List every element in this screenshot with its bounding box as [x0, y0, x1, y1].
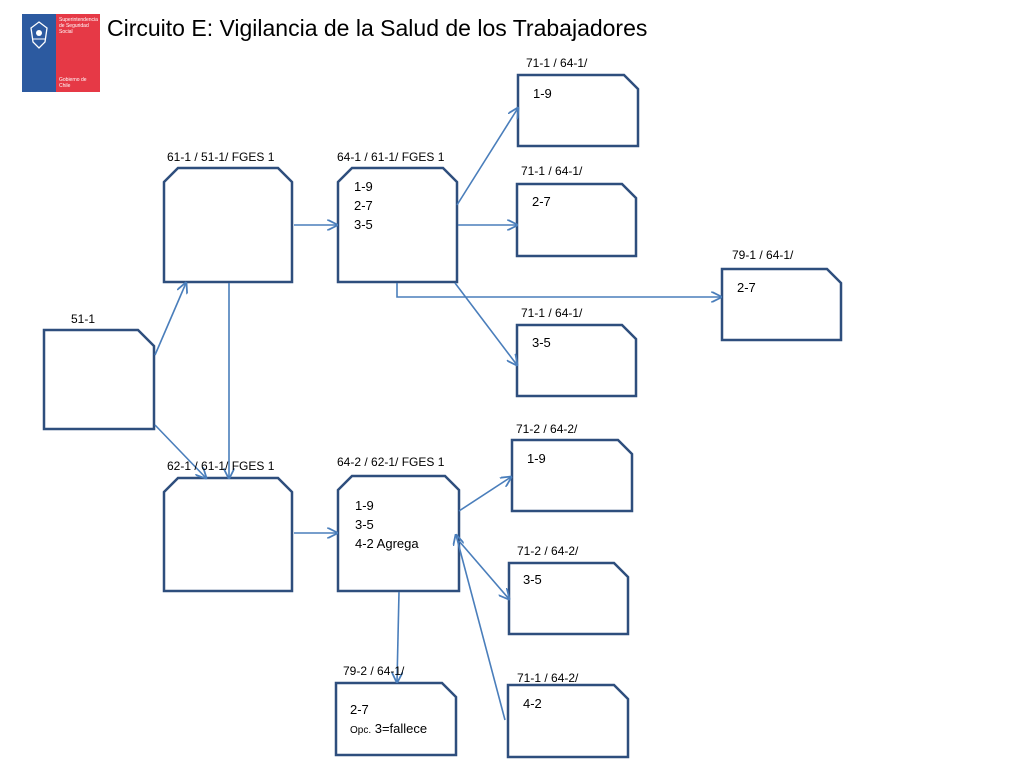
logo-text-institution: Superintendencia de Seguridad Social	[59, 17, 98, 35]
note-text: 3=fallece	[371, 721, 428, 736]
arrow-641-to-791	[396, 283, 721, 297]
content-line: 1-9	[355, 498, 374, 513]
node-71-2b-box	[507, 561, 630, 636]
node-71-1b-label: 71-1 / 64-1/	[521, 164, 583, 178]
node-71-1d-content: 4-2	[523, 694, 542, 713]
arrow-641-to-71c	[454, 282, 517, 365]
node-79-1-box	[720, 267, 843, 342]
node-71-1a-box	[516, 73, 640, 148]
node-71-1c-box	[515, 323, 638, 398]
node-71-2b-content: 3-5	[523, 570, 542, 589]
node-71-2a-label: 71-2 / 64-2/	[516, 422, 578, 436]
logo-blue-band	[22, 14, 56, 92]
content-line: 2-7	[737, 280, 756, 295]
node-79-1-content: 2-7	[737, 278, 756, 297]
node-71-1a-label: 71-1 / 64-1/	[526, 56, 588, 70]
node-71-1d-box	[506, 683, 630, 759]
content-line: 3-5	[354, 217, 373, 232]
node-51-1-box	[42, 328, 156, 431]
node-71-1b-box	[515, 182, 638, 258]
arrow-642-to-792	[397, 591, 399, 682]
node-71-1d-label: 71-1 / 64-2/	[517, 671, 579, 685]
node-71-2a-content: 1-9	[527, 449, 546, 468]
node-64-2-content: 1-9 3-5 4-2 Agrega	[355, 496, 419, 553]
node-71-1c-content: 3-5	[532, 333, 551, 352]
content-line: 2-7	[354, 198, 373, 213]
node-62-1-label: 62-1 / 61-1/ FGES 1	[167, 459, 275, 473]
content-note: Opc. 3=fallece	[350, 719, 427, 740]
arrow-711-to-642	[456, 535, 506, 721]
content-line: 2-7	[350, 702, 369, 717]
node-51-1-label: 51-1	[71, 312, 96, 326]
node-62-1-box	[162, 476, 294, 593]
note-prefix: Opc.	[350, 725, 372, 736]
node-64-1-box	[336, 166, 459, 284]
content-line: 2-7	[532, 194, 551, 209]
node-71-1c-label: 71-1 / 64-1/	[521, 306, 583, 320]
institution-logo: Superintendencia de Seguridad Social Gob…	[22, 14, 100, 92]
node-71-1a-content: 1-9	[533, 84, 552, 103]
content-line: 4-2	[523, 696, 542, 711]
content-line: 1-9	[527, 451, 546, 466]
node-64-2-box	[336, 474, 461, 593]
logo-red-band	[56, 14, 100, 92]
node-61-1-label: 61-1 / 51-1/ FGES 1	[167, 150, 275, 164]
page-title: Circuito E: Vigilancia de la Salud de lo…	[107, 15, 648, 41]
content-line: 1-9	[354, 179, 373, 194]
node-79-2-label: 79-2 / 64-1/	[343, 664, 405, 678]
logo-text-government: Gobierno de Chile	[59, 77, 87, 89]
node-64-1-content: 1-9 2-7 3-5	[354, 177, 373, 234]
node-79-2-box	[334, 681, 458, 757]
arrow-51-to-62	[154, 424, 206, 478]
content-line: 3-5	[355, 517, 374, 532]
content-line: 3-5	[523, 572, 542, 587]
arrow-642-to-712b	[458, 540, 509, 599]
crest-icon	[30, 21, 48, 49]
content-line: 1-9	[533, 86, 552, 101]
content-line: 3-5	[532, 335, 551, 350]
node-64-1-label: 64-1 / 61-1/ FGES 1	[337, 150, 445, 164]
arrow-641-to-71a	[456, 108, 518, 206]
node-71-2b-label: 71-2 / 64-2/	[517, 544, 579, 558]
node-64-2-label: 64-2 / 62-1/ FGES 1	[337, 455, 445, 469]
arrow-51-to-61	[154, 283, 186, 356]
node-79-1-label: 79-1 / 64-1/	[732, 248, 794, 262]
node-61-1-box	[162, 166, 294, 284]
node-71-2a-box	[510, 438, 634, 513]
node-71-1b-content: 2-7	[532, 192, 551, 211]
node-79-2-content: 2-7 Opc. 3=fallece	[350, 700, 427, 740]
content-line: 4-2 Agrega	[355, 536, 419, 551]
arrow-642-to-712a	[458, 477, 511, 512]
